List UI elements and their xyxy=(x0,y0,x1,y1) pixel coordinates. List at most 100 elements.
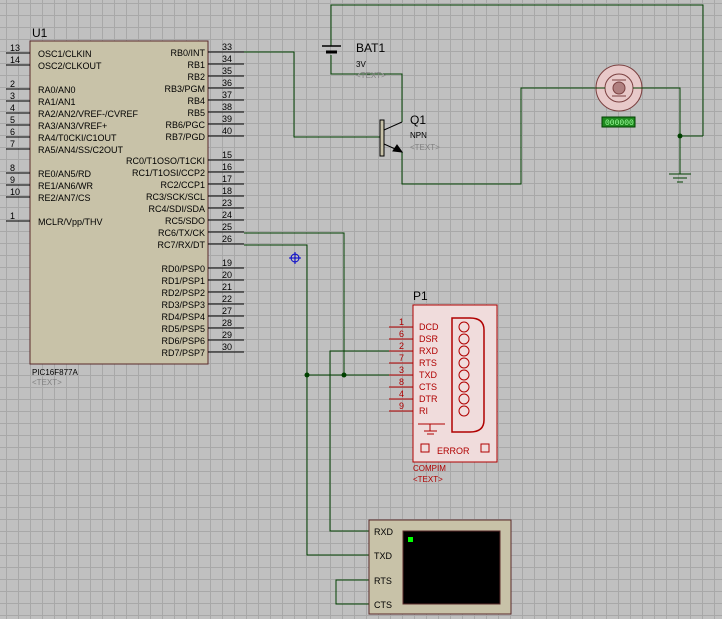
terminal-pin-label: RXD xyxy=(374,527,394,537)
wire-emitter-motor[interactable] xyxy=(401,87,596,185)
pin-name: RB1 xyxy=(187,60,205,70)
pin-name: RD7/PSP7 xyxy=(161,348,205,358)
pin-number: 28 xyxy=(222,318,232,328)
virtual-terminal[interactable]: RXD TXD RTS CTS xyxy=(368,519,512,615)
db9-pin-icon xyxy=(458,393,470,405)
pin-number: 8 xyxy=(399,377,404,387)
wire-bat-collector[interactable] xyxy=(330,55,403,122)
motor-speed-display xyxy=(601,116,636,128)
pin-number: 14 xyxy=(10,55,20,65)
terminal-pin-label: TXD xyxy=(374,551,393,561)
mcu-right-pins: 33RB0/INT34RB135RB236RB3/PGM37RB438RB539… xyxy=(126,42,244,358)
pin-number: 22 xyxy=(222,294,232,304)
connector-ref: P1 xyxy=(413,289,428,303)
pin-number: 10 xyxy=(10,187,20,197)
pin-number: 30 xyxy=(222,342,232,352)
pin-number: 13 xyxy=(10,43,20,53)
pin-number: 3 xyxy=(10,91,15,101)
pin-name: RB0/INT xyxy=(170,48,205,58)
pin-name: RC2/CCP1 xyxy=(160,180,205,190)
pin-name: RE2/AN7/CS xyxy=(38,193,91,203)
wire-tx[interactable] xyxy=(244,232,389,376)
wire-rb0-base[interactable] xyxy=(244,51,380,138)
error-led-right xyxy=(480,443,490,453)
junction-dot xyxy=(341,372,347,378)
pin-number: 4 xyxy=(399,389,404,399)
wire-rts-cts[interactable] xyxy=(335,579,369,605)
pin-number: 18 xyxy=(222,186,232,196)
pin-name: RTS xyxy=(419,358,437,368)
wire-p1-rxd-terminal[interactable] xyxy=(329,350,389,532)
wire-rx[interactable] xyxy=(244,244,369,556)
pin-name: RA0/AN0 xyxy=(38,85,76,95)
wire-motor-gnd[interactable] xyxy=(643,87,681,174)
connector-text: <TEXT> xyxy=(413,475,443,484)
db9-pin-icon xyxy=(458,345,470,357)
pin-name: DCD xyxy=(419,322,439,332)
junction-dot xyxy=(304,372,310,378)
pin-number: 15 xyxy=(222,150,232,160)
crosshair-cursor-icon xyxy=(289,252,301,264)
pin-name: OSC2/CLKOUT xyxy=(38,61,102,71)
terminal-screen[interactable] xyxy=(402,530,501,605)
transistor-q1[interactable]: Q1 NPN <TEXT> xyxy=(379,113,440,157)
terminal-cursor xyxy=(408,537,413,542)
mcu-text: <TEXT> xyxy=(32,378,62,387)
db9-pin-icon xyxy=(458,381,470,393)
connector-error-label: ERROR xyxy=(437,446,470,456)
pin-name: RA3/AN3/VREF+ xyxy=(38,121,107,131)
pin-name: MCLR/Vpp/THV xyxy=(38,217,103,227)
pin-number: 29 xyxy=(222,330,232,340)
pin-name: RC4/SDI/SDA xyxy=(148,204,205,214)
pin-name: RC0/T1OSO/T1CKI xyxy=(126,156,205,166)
pin-number: 5 xyxy=(10,115,15,125)
db9-connector-icon xyxy=(451,317,485,433)
pin-number: 3 xyxy=(399,365,404,375)
pin-number: 39 xyxy=(222,114,232,124)
mcu-part: PIC16F877A xyxy=(32,368,78,377)
pin-number: 9 xyxy=(399,401,404,411)
db9-pin-icon xyxy=(458,333,470,345)
pin-name: RXD xyxy=(419,346,439,356)
pin-number: 23 xyxy=(222,198,232,208)
battery-bat1[interactable]: BAT1 3V <TEXT> xyxy=(322,41,386,80)
connector-part: COMPIM xyxy=(413,464,446,473)
pin-name: RC3/SCK/SCL xyxy=(146,192,205,202)
pin-name: RA4/T0CKI/C1OUT xyxy=(38,133,117,143)
wire-bat-top[interactable] xyxy=(330,4,704,136)
pin-number: 25 xyxy=(222,222,232,232)
junction-dot xyxy=(677,133,683,139)
pin-name: RC5/SDO xyxy=(165,216,205,226)
db9-pin-icon xyxy=(458,357,470,369)
mcu-ref: U1 xyxy=(32,26,48,40)
pin-number: 26 xyxy=(222,234,232,244)
pin-number: 4 xyxy=(10,103,15,113)
mcu-left-pins: 13OSC1/CLKIN14OSC2/CLKOUT2RA0/AN03RA1/AN… xyxy=(6,43,139,227)
pin-number: 16 xyxy=(222,162,232,172)
motor-indicator: 000000 xyxy=(605,119,634,128)
transistor-ref: Q1 xyxy=(410,113,426,127)
pin-name: RA1/AN1 xyxy=(38,97,76,107)
terminal-pin-label: CTS xyxy=(374,600,392,610)
motor[interactable]: 000000 xyxy=(595,64,643,128)
pin-name: RE1/AN6/WR xyxy=(38,181,94,191)
pin-number: 20 xyxy=(222,270,232,280)
pin-name: RB5 xyxy=(187,108,205,118)
db9-pin-icon xyxy=(458,321,470,333)
ground-symbol xyxy=(669,173,691,183)
pin-name: CTS xyxy=(419,382,437,392)
pin-number: 17 xyxy=(222,174,232,184)
pin-name: RC6/TX/CK xyxy=(158,228,205,238)
pin-number: 2 xyxy=(399,341,404,351)
pin-number: 24 xyxy=(222,210,232,220)
pin-name: RB6/PGC xyxy=(165,120,205,130)
microcontroller-u1[interactable]: U1 PIC16F877A <TEXT> 13OSC1/CLKIN14OSC2/… xyxy=(6,26,244,387)
error-led-left xyxy=(420,443,430,453)
pin-name: TXD xyxy=(419,370,438,380)
battery-ref: BAT1 xyxy=(356,41,385,55)
pin-name: RC7/RX/DT xyxy=(157,240,205,250)
pin-name: RI xyxy=(419,406,428,416)
pin-name: RD5/PSP5 xyxy=(161,324,205,334)
